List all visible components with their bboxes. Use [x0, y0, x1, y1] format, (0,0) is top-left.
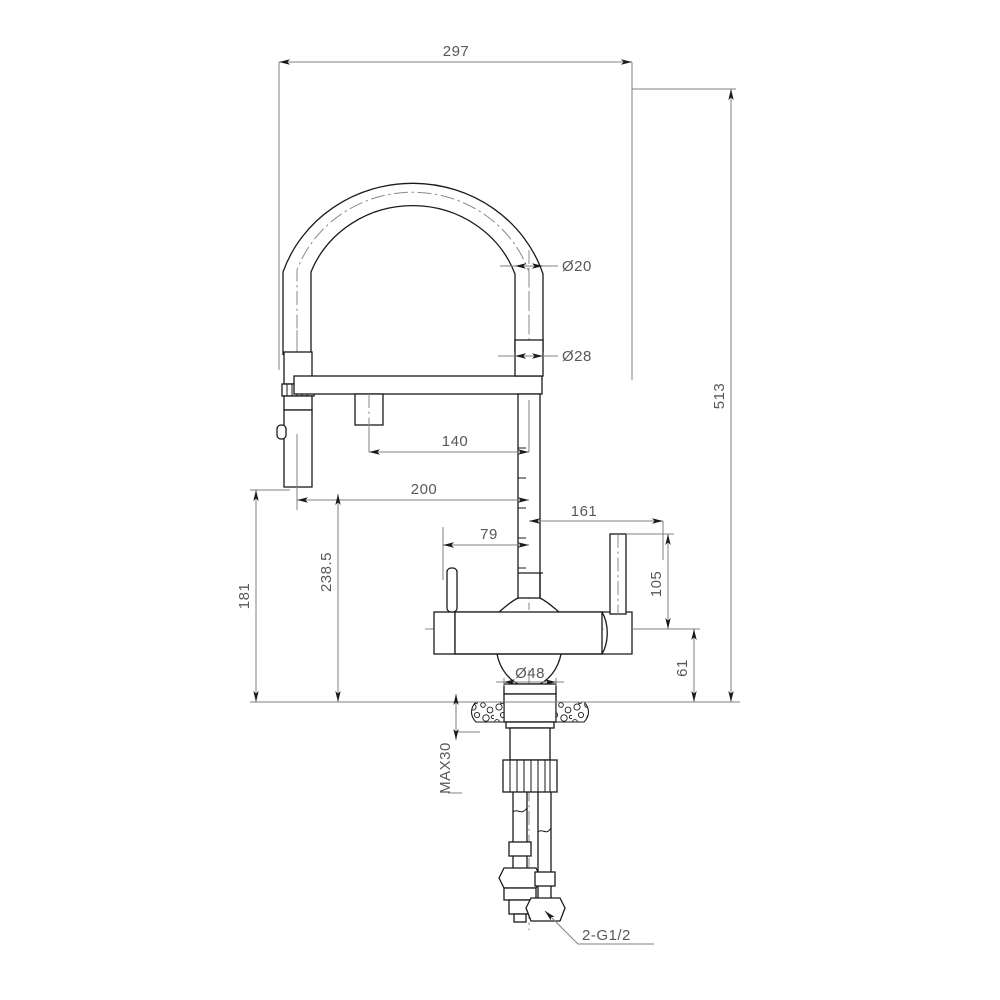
- dimtext-238: 238.5: [318, 552, 335, 592]
- gooseneck-outer-wall: [282, 182, 544, 355]
- locknut-knurl-lines: [509, 760, 551, 792]
- shank-tube: [509, 727, 551, 761]
- dimtext-297: 297: [443, 43, 470, 60]
- left-hose-break-symbol: [512, 807, 528, 813]
- dimtext-2-g12: 2-G1/2: [582, 927, 631, 944]
- dimtext-161: 161: [571, 503, 598, 520]
- right-hose-hex-nut: [525, 897, 566, 922]
- dim-base-diameter: Ø48: [496, 665, 564, 686]
- dim-height-61: 61: [632, 628, 700, 702]
- dim-overall-width: 297: [278, 43, 633, 380]
- dim-offset-161: 161: [529, 503, 664, 560]
- dim-offset-79: 79: [442, 526, 529, 580]
- dimtext-513: 513: [711, 383, 728, 410]
- dimtext-105: 105: [648, 571, 665, 598]
- dimtext-d20: Ø20: [562, 258, 592, 275]
- spray-mode-button: [276, 424, 287, 440]
- swivel-spout-arm: [293, 375, 543, 395]
- washer-plate: [505, 721, 555, 729]
- dim-spray-tube-diameter: Ø20: [500, 258, 592, 275]
- dimtext-d48: Ø48: [515, 665, 545, 682]
- right-hose-ferrule: [534, 871, 556, 887]
- dim-height-181: 181: [236, 489, 290, 702]
- base-flange-body: [503, 693, 557, 723]
- spray-head-body: [283, 409, 313, 488]
- hub-main-body: [454, 611, 603, 655]
- dimtext-max30: MAX30: [437, 742, 454, 794]
- spray-head-shoulder: [283, 395, 313, 411]
- gooseneck-centerline: [296, 191, 530, 352]
- hub-left-cap: [433, 611, 456, 655]
- dim-height-238-5: 238.5: [318, 494, 345, 702]
- body-tube-upper-collar: [514, 339, 544, 377]
- hub-right-cap: [600, 611, 633, 655]
- dimtext-200: 200: [411, 481, 438, 498]
- left-hose-tip: [513, 913, 527, 923]
- dimtext-181: 181: [236, 583, 253, 610]
- dimtext-61: 61: [674, 659, 691, 677]
- dimtext-140: 140: [442, 433, 469, 450]
- filtered-water-lever: [446, 567, 458, 613]
- dim-body-tube-diameter: Ø28: [498, 348, 592, 365]
- countertop-left-section: [470, 701, 505, 723]
- dimtext-d28: Ø28: [562, 348, 592, 365]
- dim-max-thickness: MAX30: [437, 694, 480, 794]
- right-hose-break-symbol: [537, 827, 552, 833]
- callout-supply-thread: 2-G1/2: [544, 910, 654, 945]
- gooseneck-inner-wall: [310, 205, 516, 353]
- dim-overall-height: 513: [632, 88, 736, 702]
- dimtext-79: 79: [480, 526, 498, 543]
- dim-reach-140: 140: [368, 400, 530, 455]
- countertop-right-section: [555, 701, 590, 723]
- mounting-shank-assembly: [498, 721, 566, 923]
- left-hose-ferrule: [508, 841, 532, 857]
- mounting-locknut: [502, 759, 558, 793]
- body-tube-tick-marks: [518, 447, 526, 569]
- base-flange-top: [503, 683, 557, 695]
- leader-line-g12: [544, 910, 579, 945]
- countertop-section: [470, 701, 590, 723]
